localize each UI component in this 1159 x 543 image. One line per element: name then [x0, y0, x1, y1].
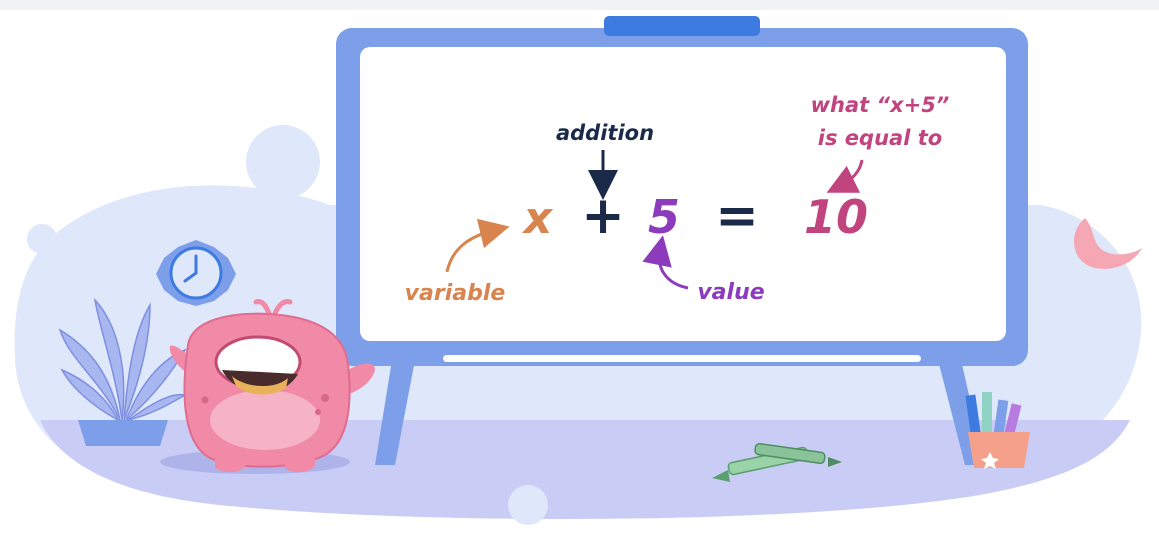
- annotation-result-line2: is equal to: [818, 126, 942, 150]
- variable-arrow: [445, 218, 510, 273]
- annotation-addition: addition: [556, 121, 654, 145]
- result-arrow: [826, 159, 864, 193]
- monster-character: [169, 299, 375, 473]
- crayon-icon: [712, 442, 842, 482]
- whiteboard-surface: [360, 47, 1006, 341]
- pink-crescent-icon: [1073, 218, 1142, 269]
- decor-circle-small: [27, 224, 57, 254]
- decor-circle-bottom: [508, 485, 548, 525]
- equation-variable: x: [522, 193, 554, 244]
- annotation-value: value: [697, 280, 764, 305]
- pencil-cup-icon: [965, 392, 1030, 469]
- equation-result: 10: [804, 190, 868, 244]
- whiteboard-handle: [604, 16, 760, 36]
- whiteboard-tray: [443, 355, 921, 362]
- plant-icon: [58, 297, 188, 446]
- annotation-result-line1: what “x+5”: [811, 93, 950, 117]
- equation-equals: =: [715, 186, 759, 246]
- annotation-variable: variable: [405, 281, 506, 306]
- top-strip: [0, 0, 1159, 10]
- equation-value: 5: [648, 190, 680, 244]
- equation-plus: +: [581, 186, 625, 246]
- board-leg-left: [375, 360, 415, 465]
- clock-icon: [156, 240, 236, 306]
- decor-circle-large: [246, 125, 320, 199]
- value-arrow: [642, 235, 689, 290]
